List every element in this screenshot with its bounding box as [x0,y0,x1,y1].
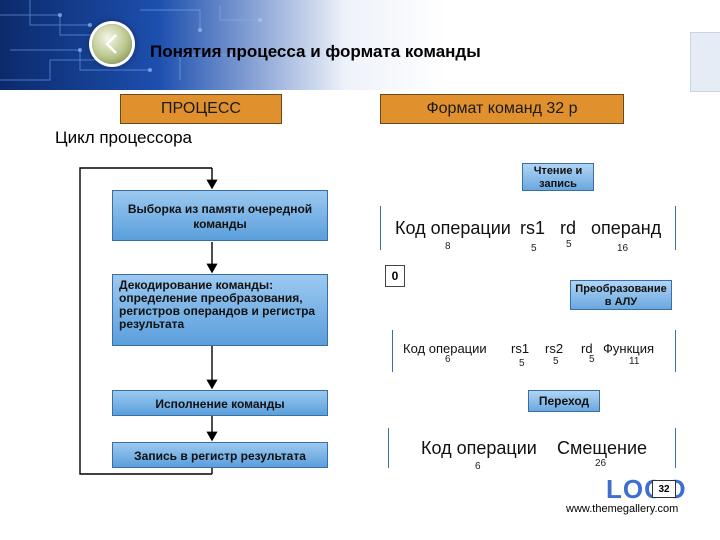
page-title: Понятия процесса и формата команды [150,42,481,61]
jump-field-offset: Смещение [557,438,648,458]
rw-bits-rs1: 5 [531,243,537,254]
format-alu: Код операции rs1 rs2 rd Функция 6 5 5 5 … [392,330,676,372]
rw-bits-operand: 16 [617,243,629,254]
back-button[interactable] [92,24,132,64]
callout-alu-label: Преобразование в АЛУ [575,283,667,308]
format-heading-label: Формат команд 32 р [426,100,578,117]
rw-bits-rd: 5 [566,239,572,250]
format-jump: Код операции Смещение 6 26 [388,428,676,472]
alu-field-rs1: rs1 [511,341,530,356]
rw-field-opcode: Код операции [395,218,511,238]
rw-field-rd: rd [560,218,577,238]
cycle-step-writeback-label: Запись в регистр результата [134,449,306,463]
alu-field-rd: rd [581,341,593,356]
callout-jump: Переход [528,390,600,412]
format-read-write: Код операции rs1 rd операнд 8 5 5 16 [380,206,676,254]
alu-bits-rd: 5 [589,354,595,365]
callout-alu: Преобразование в АЛУ [570,280,672,310]
zero-marker: 0 [385,265,405,287]
header-corner-decoration [690,32,720,92]
alu-bits-opcode: 6 [445,354,451,365]
cycle-step-fetch-label: Выборка из памяти очередной команды [127,202,313,231]
cycle-step-decode-label: Декодирование команды: определение преоб… [119,278,316,331]
alu-field-function: Функция [603,341,654,356]
chevron-left-icon [105,34,117,54]
process-heading: ПРОЦЕСС [120,94,282,124]
callout-read-write-label: Чтение и запись [533,165,583,190]
rw-field-rs1: rs1 [520,218,546,238]
page-number: 32 [652,480,676,498]
alu-bits-rs1: 5 [519,358,525,369]
format-heading: Формат команд 32 р [380,94,624,124]
footer-url[interactable]: www.themegallery.com [566,503,679,515]
process-heading-label: ПРОЦЕСС [161,100,241,117]
cycle-label: Цикл процессора [55,128,193,147]
jump-bits-opcode: 6 [475,461,481,472]
callout-read-write: Чтение и запись [522,163,594,191]
rw-field-operand: операнд [591,218,662,238]
cycle-step-execute-label: Исполнение команды [155,397,285,411]
cycle-step-fetch: Выборка из памяти очередной команды [112,190,328,241]
alu-bits-function: 11 [629,356,640,367]
jump-field-opcode: Код операции [421,438,537,458]
alu-field-opcode: Код операции [403,341,487,356]
jump-bits-offset: 26 [595,458,607,469]
alu-bits-rs2: 5 [553,356,559,367]
callout-jump-label: Переход [538,394,590,408]
rw-bits-opcode: 8 [445,241,451,252]
alu-field-rs2: rs2 [545,341,564,356]
cycle-step-execute: Исполнение команды [112,390,328,416]
cycle-step-decode: Декодирование команды: определение преоб… [112,274,328,346]
cycle-step-writeback: Запись в регистр результата [112,442,328,468]
